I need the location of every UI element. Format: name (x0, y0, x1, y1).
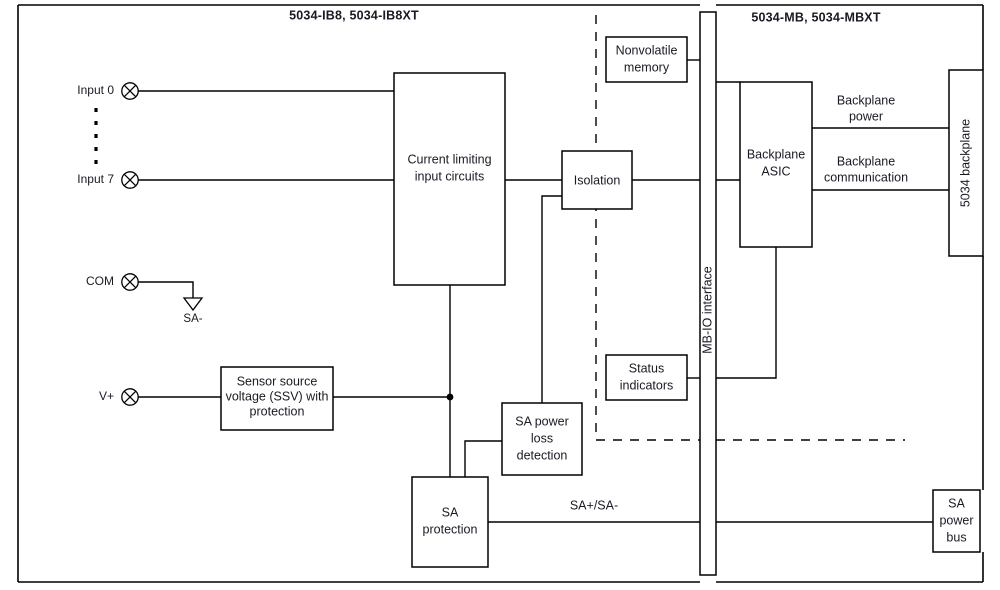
screw-terminal-icon (121, 82, 139, 100)
wire-mbio-to-asic-bottom (716, 247, 777, 379)
ssv-line-2: voltage (SSV) with (226, 389, 329, 403)
block-nonvolatile-memory: Nonvolatile memory (605, 36, 688, 83)
backplane-comm-label-2: communication (824, 170, 908, 184)
sa-protection-line-2: protection (423, 522, 478, 536)
block-current-limiting-input-circuits: Current limiting input circuits (393, 72, 506, 286)
input0-terminal-group: Input 0 (77, 82, 394, 100)
ground-triangle-icon (182, 297, 204, 312)
sa-loss-line-3: detection (517, 448, 568, 462)
block-mb-io-interface: MB-IO interface (699, 11, 717, 576)
ssv-line-3: protection (250, 404, 305, 418)
module-outer-frame (17, 4, 984, 583)
current-limiting-line-1: Current limiting (407, 152, 491, 166)
com-wire (138, 281, 194, 298)
sa-loss-line-2: loss (531, 431, 553, 445)
status-line-2: indicators (620, 378, 674, 392)
panel-title-left: 5034-IB8, 5034-IB8XT (289, 8, 419, 22)
sa-protection-line-1: SA (442, 505, 459, 519)
screw-terminal-icon (121, 171, 139, 189)
sa-power-bus-line-2: power (939, 513, 973, 527)
ssv-line-1: Sensor source (237, 374, 318, 388)
backplane-power-label-2: power (849, 109, 883, 123)
block-sa-power-bus: SA power bus (932, 489, 981, 553)
asic-line-1: Backplane (747, 147, 805, 161)
com-terminal-group: COM SA- (86, 273, 204, 325)
asic-line-2: ASIC (761, 164, 790, 178)
vplus-terminal-group: V+ (99, 388, 221, 406)
block-5034-backplane: 5034 backplane (948, 69, 984, 257)
sa-power-bus-line-1: SA (948, 496, 965, 510)
block-isolation: Isolation (561, 150, 633, 210)
panel-title-right: 5034-MB, 5034-MBXT (751, 10, 881, 24)
block-sa-protection: SA protection (411, 476, 489, 568)
wire-isolation-to-sa-power-loss (541, 195, 562, 403)
screw-terminal-icon (121, 388, 139, 406)
sa-loss-line-1: SA power (515, 414, 569, 428)
input7-terminal-group: Input 7 (77, 171, 394, 189)
ssv-output-wiring (333, 285, 454, 477)
block-status-indicators: Status indicators (605, 354, 688, 401)
sa-minus-label: SA- (183, 313, 202, 325)
isolation-label: Isolation (574, 173, 621, 187)
block-sensor-source-voltage: Sensor source voltage (SSV) with protect… (220, 366, 334, 431)
block-sa-power-loss-detection: SA power loss detection (501, 402, 583, 476)
sa-power-bus-line-3: bus (946, 530, 966, 544)
vplus-label: V+ (99, 389, 114, 403)
backplane-label: 5034 backplane (958, 119, 972, 207)
backplane-comm-label-1: Backplane (837, 154, 895, 168)
wire-saprotect-to-saloss (464, 440, 502, 477)
nonvolatile-line-2: memory (624, 60, 670, 74)
block-backplane-asic: Backplane ASIC (739, 81, 813, 248)
nonvolatile-line-1: Nonvolatile (616, 43, 678, 57)
current-limiting-line-2: input circuits (415, 169, 484, 183)
sa-plus-minus-label: SA+/SA- (570, 498, 618, 512)
input7-label: Input 7 (77, 172, 114, 186)
screw-terminal-icon (121, 273, 139, 291)
com-label: COM (86, 274, 114, 288)
backplane-power-label-1: Backplane (837, 93, 895, 107)
input0-label: Input 0 (77, 83, 114, 97)
mb-io-interface-label: MB-IO interface (700, 266, 714, 354)
status-line-1: Status (629, 361, 664, 375)
junction-dot (446, 393, 454, 401)
isolation-boundary-dashed (595, 15, 905, 441)
